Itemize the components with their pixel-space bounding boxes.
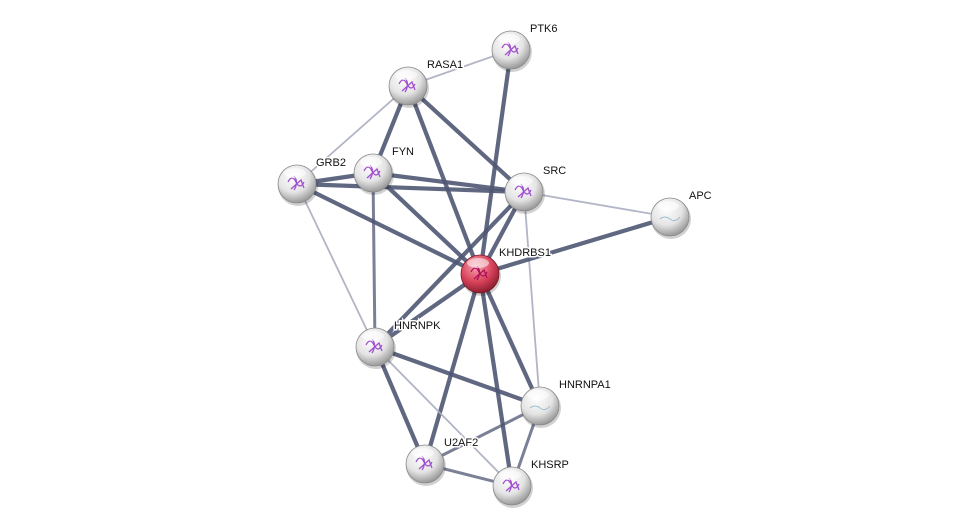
- node-ptk6[interactable]: PTK6: [491, 22, 559, 72]
- node-label: KHDRBS1: [499, 247, 551, 259]
- edge-khdrbs1-khsrp[interactable]: [477, 273, 515, 487]
- edge-rasa1-src[interactable]: [406, 84, 526, 194]
- node-khdrbs1[interactable]: KHDRBS1: [460, 246, 552, 296]
- protein-structure-icon: [659, 216, 681, 221]
- protein-structure-icon: [529, 405, 551, 410]
- node-hnrnpa1[interactable]: HNRNPA1: [520, 378, 612, 428]
- edge-fyn-hnrnpk[interactable]: [371, 172, 377, 348]
- node-label: U2AF2: [444, 437, 478, 449]
- node-label: FYN: [392, 146, 414, 158]
- edge-fyn-src[interactable]: [372, 170, 525, 195]
- node-hnrnpk[interactable]: HNRNPK: [355, 319, 443, 369]
- node-u2af2[interactable]: U2AF2: [405, 436, 480, 486]
- node-label: HNRNPA1: [559, 379, 611, 391]
- edge-src-apc[interactable]: [523, 191, 671, 218]
- node-label: SRC: [543, 165, 566, 177]
- node-label: HNRNPK: [394, 320, 441, 332]
- node-fyn[interactable]: FYN: [353, 145, 416, 195]
- edge-grb2-src[interactable]: [296, 181, 525, 195]
- edge-hnrnpk-hnrnpa1[interactable]: [374, 345, 541, 408]
- edge-khdrbs1-hnrnpk[interactable]: [373, 272, 482, 349]
- edge-khdrbs1-u2af2[interactable]: [422, 273, 483, 465]
- node-label: PTK6: [530, 23, 558, 35]
- node-apc[interactable]: APC: [650, 189, 713, 239]
- node-label: APC: [689, 190, 712, 202]
- node-grb2[interactable]: GRB2: [277, 156, 347, 206]
- node-rasa1[interactable]: RASA1: [388, 58, 465, 108]
- edge-khdrbs1-hnrnpa1[interactable]: [478, 273, 542, 407]
- edge-src-hnrnpk[interactable]: [373, 190, 526, 349]
- edge-hnrnpk-u2af2[interactable]: [373, 346, 427, 465]
- edge-grb2-khdrbs1[interactable]: [296, 182, 481, 276]
- edge-hnrnpa1-u2af2[interactable]: [424, 404, 541, 466]
- node-src[interactable]: SRC: [504, 164, 568, 214]
- edge-hnrnpk-khsrp[interactable]: [374, 346, 513, 487]
- node-khsrp[interactable]: KHSRP: [492, 458, 570, 508]
- node-label: GRB2: [316, 157, 346, 169]
- edge-ptk6-khdrbs1[interactable]: [477, 49, 514, 275]
- edge-rasa1-grb2[interactable]: [296, 85, 409, 185]
- edge-grb2-hnrnpk[interactable]: [296, 183, 376, 348]
- edge-khdrbs1-apc[interactable]: [479, 214, 671, 277]
- node-label: KHSRP: [531, 459, 569, 471]
- node-label: RASA1: [427, 59, 463, 71]
- edge-src-hnrnpa1[interactable]: [523, 191, 541, 407]
